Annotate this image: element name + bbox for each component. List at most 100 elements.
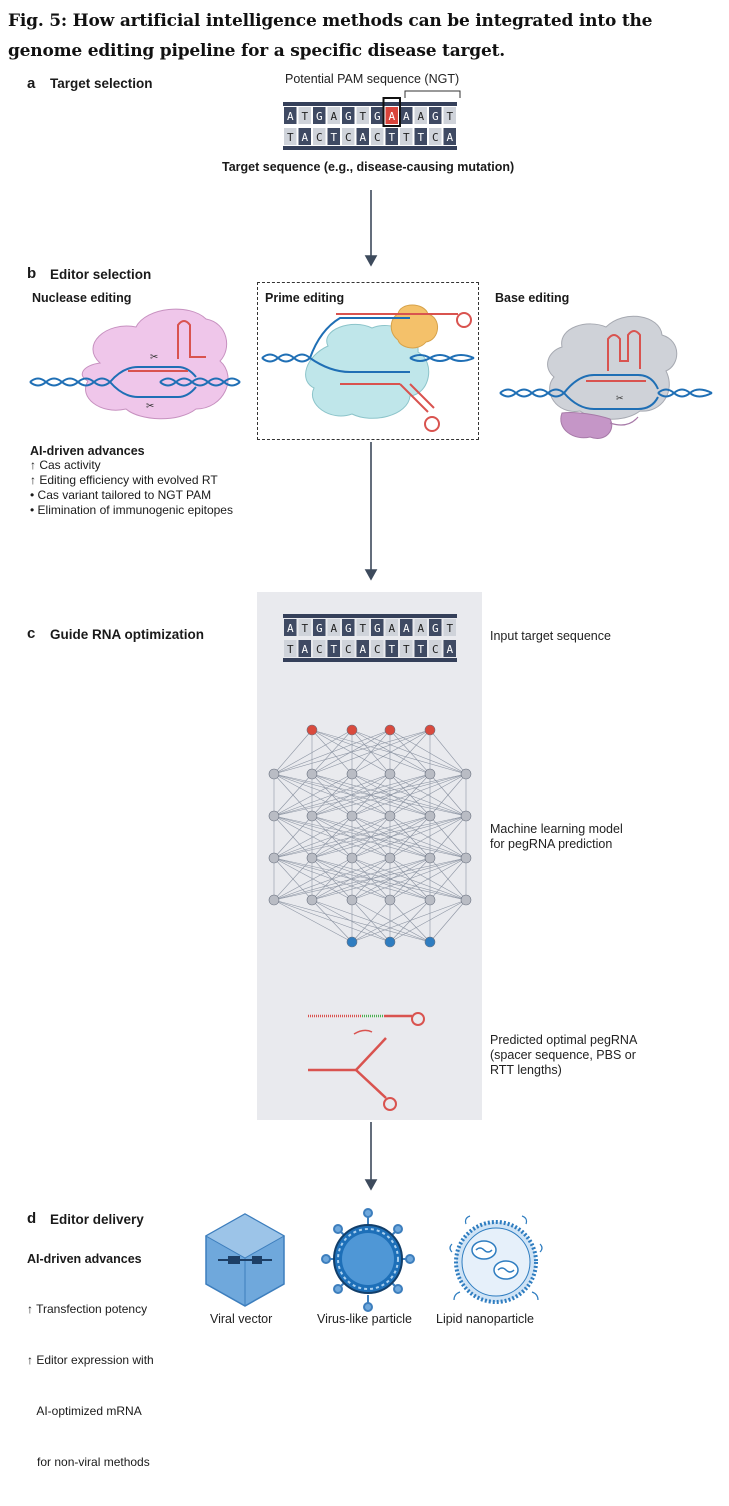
network-edge [311,899,353,943]
prime-editor-illustration [261,304,475,432]
dna-base-pair: AT [385,619,398,657]
dna-base-bottom: T [330,643,337,656]
dna-base-bottom: A [446,643,453,656]
output-label-line-3: RTT lengths) [490,1063,562,1077]
network-edge [311,899,391,943]
network-edge [351,773,431,817]
dna-base-top: T [301,110,308,123]
network-edge [273,773,313,817]
network-edge [351,899,431,943]
dna-base-bottom: C [432,131,439,144]
dna-base-bottom: A [446,131,453,144]
virus-like-particle-label: Virus-like particle [317,1312,412,1326]
panel-d-title: Editor delivery [50,1212,144,1227]
network-node [424,810,436,822]
dna-base-top: A [403,622,410,635]
dna-base-top: A [330,110,337,123]
dna-base-top: T [446,110,453,123]
dna-base-bottom: T [417,643,424,656]
dna-base-bottom: A [359,643,366,656]
network-edge [273,857,353,901]
panel-d-advance-item: AI-optimized mRNA [27,1404,142,1418]
panel-d-letter: d [27,1210,37,1227]
network-node [460,810,472,822]
pam-bracket [404,90,461,98]
dna-base-pair: GC [371,107,384,145]
predicted-pegrna-illustration [308,1012,425,1111]
network-edge [273,857,313,901]
network-edge [351,899,391,943]
panel-b-advance-item: • Elimination of immunogenic epitopes [30,503,233,517]
dna-base-pair: AT [385,107,398,145]
network-node [424,936,436,948]
prime-editing-highlight-box [257,282,479,440]
network-node [346,724,358,736]
network-edge [389,857,467,901]
panel-a-title: Target selection [50,76,153,91]
network-edge [273,857,391,901]
dna-base-bottom: T [388,131,395,144]
model-label-line-1: Machine learning model [490,822,623,836]
dna-base-bottom: T [388,643,395,656]
network-node [346,894,358,906]
dna-base-bottom: A [301,643,308,656]
network-node [424,724,436,736]
network-edge [273,815,391,859]
dna-base-pair: AT [400,619,413,657]
dna-base-pair: GC [313,107,326,145]
dna-base-bottom: T [403,131,410,144]
dna-base-pair: AT [284,107,297,145]
network-node [384,852,396,864]
network-edge [389,815,467,859]
input-target-sequence-label: Input target sequence [490,629,611,643]
svg-text:✂: ✂ [146,401,154,412]
dna-base-bottom: C [316,643,323,656]
figure-title: Fig. 5: How artificial intelligence meth… [8,11,653,61]
output-label-line-2: (spacer sequence, PBS or [490,1048,636,1062]
network-edge [429,857,467,901]
network-edge [273,815,467,859]
network-node [460,894,472,906]
dna-base-top: G [432,622,439,635]
dna-base-top: T [359,622,366,635]
dna-base-pair: GC [313,619,326,657]
dna-base-pair: AT [414,107,427,145]
dna-base-pair: GC [371,619,384,657]
nuclease-editor-illustration: ✂ ✂ [29,308,241,420]
network-edge [273,815,313,859]
network-edge [273,729,353,775]
dna-base-bottom: C [345,643,352,656]
dna-base-pair: AT [284,619,297,657]
dna-base-bottom: A [359,131,366,144]
network-node [424,768,436,780]
target-sequence-caption: Target sequence (e.g., disease-causing m… [222,160,515,174]
panel-b-advance-item: ↑ Cas activity [30,458,101,472]
network-edge [429,899,467,943]
panel-b-letter: b [27,265,37,282]
dna-base-bottom: T [417,131,424,144]
network-node [384,724,396,736]
network-edge [311,857,467,901]
dna-base-bottom: T [287,131,294,144]
panel-c-title: Guide RNA optimization [50,627,204,642]
network-node [384,894,396,906]
base-editor-illustration: ✂ [499,315,713,439]
network-node [460,852,472,864]
viral-vector-icon [204,1213,286,1307]
network-edge [311,815,467,859]
dna-base-pair: AT [414,619,427,657]
network-edge [351,729,467,775]
dna-base-top: T [359,110,366,123]
network-node [306,810,318,822]
network-edge [351,857,467,901]
dna-base-pair: GC [429,619,442,657]
network-edge [351,773,467,817]
dna-base-pair: TA [298,619,311,657]
panel-b-advances-list: ↑ Cas activity ↑ Editing efficiency with… [30,458,233,518]
network-edge [389,773,467,817]
network-edge [273,773,353,817]
dna-base-top: G [316,110,323,123]
dna-base-pair: GC [342,107,355,145]
dna-base-pair: AT [327,619,340,657]
